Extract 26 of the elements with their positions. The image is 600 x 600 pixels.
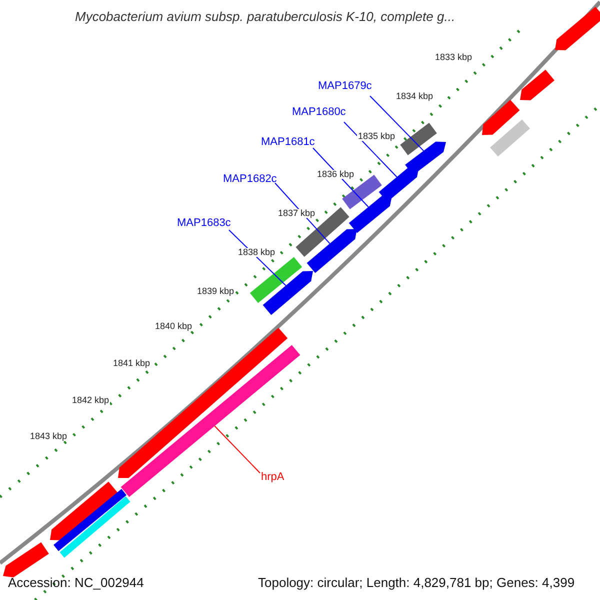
gene-feature-block: [306, 229, 357, 273]
footer-text: Accession: NC_002944: [8, 576, 144, 589]
gene-label: hrpA: [261, 472, 284, 483]
scale-tick-label: 1835 kbp: [357, 132, 396, 141]
diagram-title: Mycobacterium avium subsp. paratuberculosis K-10, complete g...: [75, 10, 456, 23]
gene-label: MAP1681c: [261, 137, 315, 148]
leader-line: [214, 426, 260, 474]
scale-tick-label: 1842 kbp: [71, 396, 110, 405]
gene-label: MAP1680c: [292, 107, 346, 118]
gene-label: MAP1683c: [177, 218, 231, 229]
scale-tick-label: 1839 kbp: [196, 287, 236, 296]
scale-tick-label: 1840 kbp: [154, 322, 194, 331]
gene-label: MAP1679c: [318, 81, 372, 92]
gene-feature-block: [262, 271, 313, 315]
scale-tick-label: 1841 kbp: [112, 359, 152, 368]
gene-feature-block: [348, 196, 392, 233]
leader-line: [370, 96, 424, 152]
scale-tick-label: 1834 kbp: [395, 92, 434, 101]
scale-tick-label: 1838 kbp: [237, 248, 276, 257]
scale-tick-label: 1843 kbp: [29, 432, 68, 441]
leader-line: [344, 122, 398, 178]
scale-tick-label: 1833 kbp: [434, 53, 474, 62]
gene-label: MAP1682c: [223, 174, 277, 185]
footer-text: Topology: circular; Length: 4,829,781 bp; Genes: 4,399: [258, 576, 575, 589]
scale-tick-label: 1836 kbp: [316, 170, 356, 179]
scale-tick-label: 1837 kbp: [277, 209, 316, 218]
